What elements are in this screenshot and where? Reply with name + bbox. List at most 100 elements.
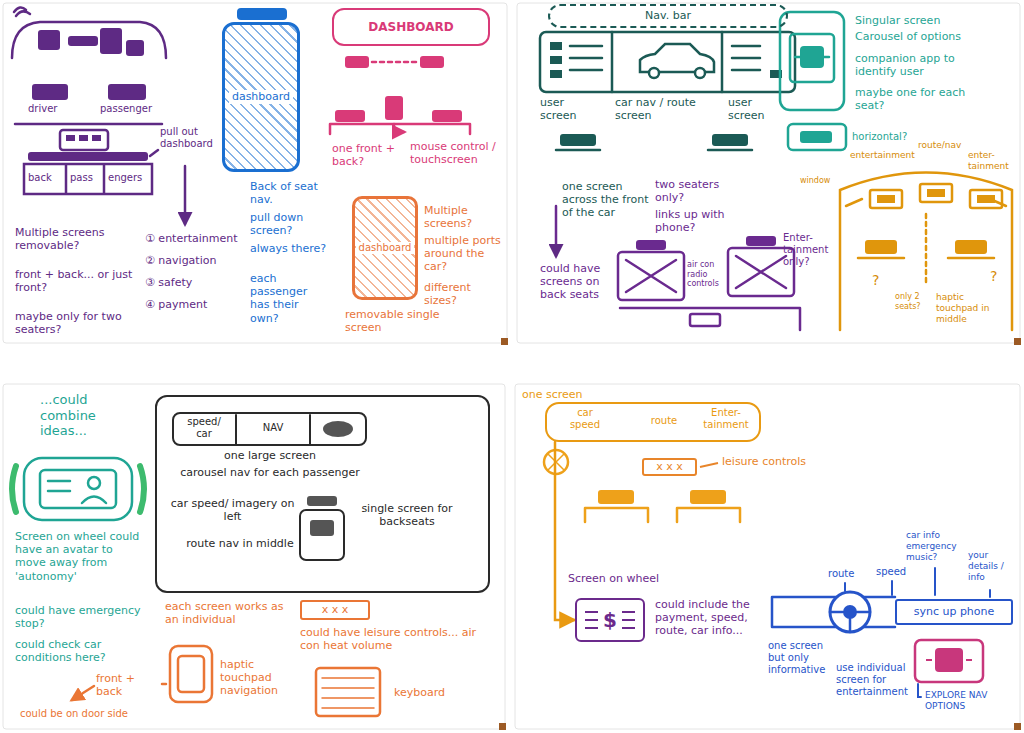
- dashboard-outline: [12, 22, 166, 58]
- sketch-note: pull out dashboard: [160, 126, 218, 150]
- screen-box: Nav. bar: [548, 4, 788, 28]
- screen-box: sync up phone: [895, 599, 1013, 625]
- sketch-note: ?: [990, 268, 1004, 285]
- screen-divider: [236, 415, 310, 444]
- phone-screen: [780, 12, 844, 110]
- sketch-note: EXPLORE NAV OPTIONS: [925, 690, 1017, 712]
- cross-mark: [626, 260, 676, 292]
- sketch-note: always there?: [250, 242, 328, 255]
- seat-fill: [335, 110, 365, 122]
- screen-label: single screen for backseats: [357, 502, 457, 528]
- sketch-note: ③ safety: [145, 276, 245, 289]
- sketch-note: one screen across the front of the car: [562, 180, 650, 220]
- back-seats: [24, 164, 152, 194]
- sketch-note: different sizes?: [424, 281, 502, 307]
- screen-box: one large screencarousel nav for each pa…: [155, 395, 490, 593]
- sketch-note: ① entertainment: [145, 232, 245, 245]
- screen-label: dashboard: [229, 90, 293, 103]
- sketch-note: could include the payment, speed, route,…: [655, 598, 763, 638]
- sketch-card: [3, 3, 507, 343]
- keyboard-keys: [322, 678, 374, 708]
- dashboard-bar: [28, 152, 148, 161]
- screen-label: Nav. bar: [645, 9, 691, 22]
- sketch-note: Singular screen: [855, 14, 1005, 27]
- sketch-note: Enter- tainment only?: [783, 232, 835, 268]
- small-screen: [870, 190, 902, 208]
- seat-fill: [598, 490, 634, 504]
- seat-fill: [432, 110, 462, 122]
- sketch-note: engers: [108, 172, 150, 184]
- pullout-dashboard: [60, 130, 108, 150]
- sketch-note: speed: [876, 566, 916, 578]
- control-box: [690, 314, 720, 326]
- icon-fill: [550, 70, 562, 78]
- screen-label: Enter- tainment: [697, 407, 755, 431]
- sketch-note: leisure controls: [722, 455, 807, 468]
- sketch-note: only 2 seats?: [895, 292, 933, 311]
- sketch-note: Multiple screens?: [424, 204, 502, 230]
- sketch-note: maybe only for two seaters?: [15, 310, 145, 336]
- sketch-note: mouse control / touchscreen: [410, 140, 500, 166]
- icon-fill: [550, 56, 562, 64]
- sketch-note: ④ payment: [145, 298, 245, 311]
- screen-box: $: [575, 598, 645, 642]
- seat-base: [330, 124, 470, 134]
- screen-label: dashboard: [356, 242, 415, 254]
- seat-fill: [108, 84, 146, 100]
- sketch-note: could have screens on back seats: [540, 262, 612, 302]
- seat-fill: [955, 240, 987, 254]
- sketch-note: use individual screen for entertainment: [836, 662, 912, 698]
- screen-label: carousel nav for each passenger: [170, 466, 370, 479]
- button-fill: [79, 135, 88, 141]
- seat-fill: [712, 134, 748, 146]
- screen-box: car speedrouteEnter- tainment: [545, 402, 761, 442]
- menu-lines: [48, 481, 70, 491]
- screen-label: x x x: [322, 603, 349, 616]
- menu-lines: [732, 46, 760, 70]
- bench-line: [15, 123, 162, 126]
- sketch-note: user screen: [728, 96, 788, 122]
- sketch-doodle: [14, 7, 30, 16]
- headrest-fill: [636, 240, 666, 250]
- inner-screen: [790, 34, 834, 82]
- sketch-note: passenger: [100, 103, 160, 115]
- screen-label: $: [603, 608, 617, 632]
- touchpad-surface: [178, 656, 204, 692]
- screen-fill: [100, 28, 122, 54]
- sketch-note: multiple ports around the car?: [424, 234, 502, 274]
- sketch-note: Screen on wheel could have an avatar to …: [15, 530, 145, 583]
- sketch-note: user screen: [540, 96, 600, 122]
- button-fill: [66, 135, 75, 141]
- sketch-note: could have emergency stop?: [15, 604, 145, 630]
- sketch-note: one screen but only informative: [768, 640, 832, 676]
- screen-box: x x x: [642, 458, 697, 476]
- connector-arrow: [555, 442, 575, 620]
- card-corner: [501, 338, 508, 345]
- seat-fill: [690, 490, 726, 504]
- sketch-note: companion app to identify user: [855, 52, 980, 78]
- screen-box: DASHBOARD: [332, 8, 490, 46]
- seat-icon: [800, 46, 824, 68]
- sketch-note: haptic touchpad in middle: [936, 292, 998, 324]
- avatar-head: [88, 477, 100, 489]
- screen-label: speed/ car: [178, 416, 230, 440]
- sketch-note: route/nav: [918, 140, 968, 151]
- sketch-note: each passenger has their own?: [250, 272, 328, 325]
- sketch-note: driver: [28, 103, 78, 115]
- wheel-screen: [24, 458, 132, 520]
- control-fill: [385, 96, 403, 120]
- seat-icon: [935, 648, 963, 672]
- seat-fill: [345, 56, 369, 68]
- seat-base: [556, 149, 752, 152]
- cabin-outline: [840, 173, 1012, 331]
- button-fill: [92, 135, 101, 141]
- avatar-body: [82, 497, 106, 504]
- screen-label: route: [639, 415, 689, 427]
- arrow-line: [72, 686, 94, 700]
- sketch-note: front + back: [96, 672, 158, 698]
- seat-box: [618, 252, 684, 300]
- sketch-note: could check car conditions here?: [15, 638, 145, 664]
- sketch-note: horizontal?: [852, 131, 922, 143]
- sketch-card: [3, 384, 505, 729]
